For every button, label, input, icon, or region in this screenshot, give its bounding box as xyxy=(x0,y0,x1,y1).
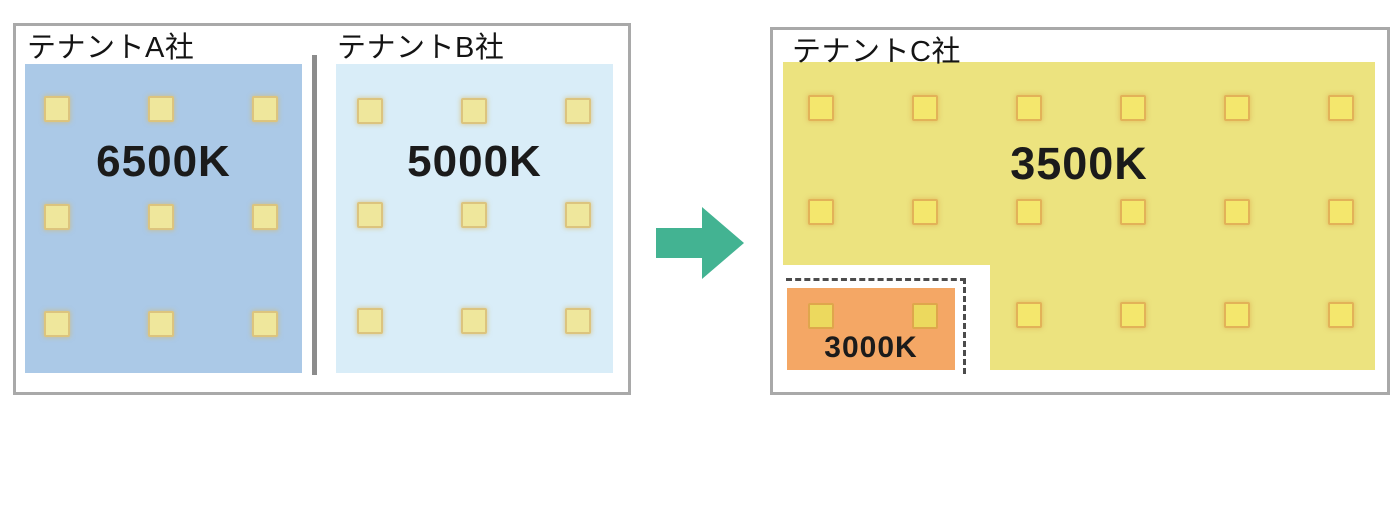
ceiling-light-icon xyxy=(912,199,938,225)
ceiling-light-icon xyxy=(148,96,174,122)
tenant-a-kelvin: 6500K xyxy=(96,137,231,186)
ceiling-light-icon xyxy=(1016,302,1042,328)
ceiling-light-icon xyxy=(1328,199,1354,225)
after-panel: テナントC社 3500K 3000K xyxy=(770,27,1390,395)
ceiling-light-icon xyxy=(1328,95,1354,121)
ceiling-light-icon xyxy=(357,308,383,334)
ceiling-light-icon xyxy=(1328,302,1354,328)
ceiling-light-icon xyxy=(148,204,174,230)
ceiling-light-icon xyxy=(565,202,591,228)
ceiling-light-icon xyxy=(44,204,70,230)
ceiling-light-icon xyxy=(44,96,70,122)
ceiling-light-icon xyxy=(1016,95,1042,121)
tenant-a-label: テナントA社 xyxy=(27,32,195,64)
ceiling-light-icon xyxy=(252,311,278,337)
ceiling-light-icon xyxy=(808,199,834,225)
tenant-c-kelvin: 3500K xyxy=(1010,138,1148,189)
tenant-b-zone: 5000K xyxy=(336,64,613,373)
ceiling-light-icon xyxy=(461,202,487,228)
ceiling-light-icon xyxy=(252,96,278,122)
ceiling-light-icon xyxy=(1120,95,1146,121)
ceiling-light-icon xyxy=(1016,199,1042,225)
tenant-a-zone: 6500K xyxy=(25,64,302,373)
ceiling-light-icon xyxy=(357,98,383,124)
right-arrow-icon xyxy=(656,207,744,279)
ceiling-light-icon xyxy=(44,311,70,337)
ceiling-light-icon xyxy=(461,308,487,334)
warm-accent-zone: 3000K xyxy=(787,288,955,370)
ceiling-light-icon xyxy=(1224,302,1250,328)
ceiling-light-icon xyxy=(808,95,834,121)
tenant-b-kelvin: 5000K xyxy=(407,137,542,186)
ceiling-light-icon xyxy=(1120,199,1146,225)
before-panel: テナントA社 テナントB社 6500K 5000K xyxy=(13,23,631,395)
ceiling-light-icon xyxy=(565,308,591,334)
ceiling-light-icon xyxy=(357,202,383,228)
tenant-b-label: テナントB社 xyxy=(337,32,505,64)
ceiling-light-icon xyxy=(565,98,591,124)
tenant-c-label: テナントC社 xyxy=(792,36,961,68)
ceiling-light-icon xyxy=(252,204,278,230)
ceiling-light-icon xyxy=(1224,95,1250,121)
ceiling-light-icon xyxy=(1224,199,1250,225)
panel-divider xyxy=(312,55,317,375)
ceiling-light-icon xyxy=(912,303,938,329)
ceiling-light-icon xyxy=(912,95,938,121)
accent-zone-kelvin: 3000K xyxy=(824,331,918,364)
ceiling-light-icon xyxy=(1120,302,1146,328)
tenant-c-zone: 3500K xyxy=(783,62,1375,265)
accent-zone-boundary xyxy=(786,278,966,374)
ceiling-light-icon xyxy=(148,311,174,337)
ceiling-light-icon xyxy=(461,98,487,124)
tenant-c-zone-lower xyxy=(990,264,1375,370)
ceiling-light-icon xyxy=(808,303,834,329)
